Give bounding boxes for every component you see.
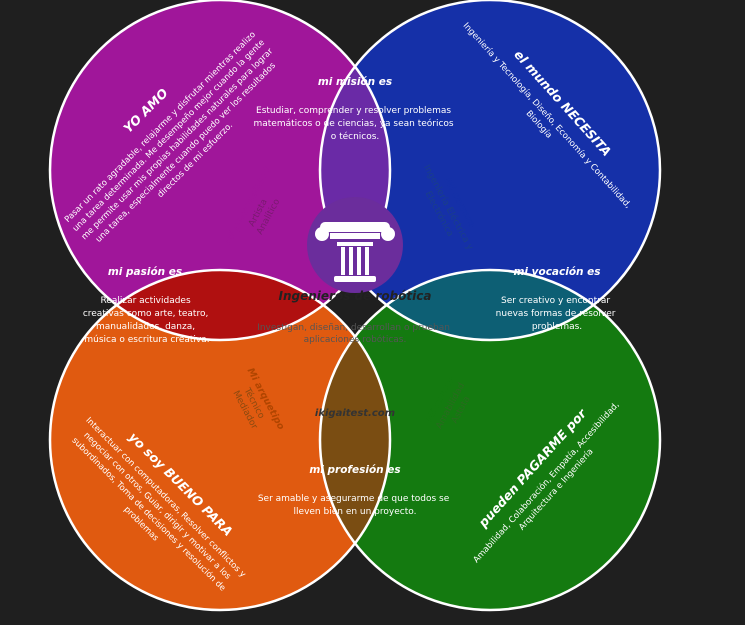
center-title: Ingenieros de robótica <box>279 289 432 303</box>
circle-love <box>50 0 390 340</box>
circle-outlines <box>48 0 662 612</box>
vocation-text: Ser creativo y encontrar nuevas formas d… <box>496 296 619 332</box>
passion-title: mi pasión es <box>108 266 182 278</box>
mission-text: Estudiar, comprender y resolver problema… <box>253 106 456 142</box>
passion-text: Realizar actividades creativas como arte… <box>83 296 211 345</box>
mission-title: mi misión es <box>318 76 392 88</box>
profession-text: Ser amable y asegurarme de que todos se … <box>258 494 452 517</box>
greek-column-icon <box>307 197 403 293</box>
circle-paid-for <box>320 270 660 610</box>
center-description: Investigan, diseñan, desarrollan o prueb… <box>257 323 453 345</box>
circle-good-at <box>50 270 390 610</box>
vocation-title: mi vocación es <box>513 266 600 278</box>
site-url: ikigaitest.com <box>315 408 395 419</box>
circle-world-needs <box>320 0 660 340</box>
profession-title: mi profesión es <box>309 464 400 476</box>
